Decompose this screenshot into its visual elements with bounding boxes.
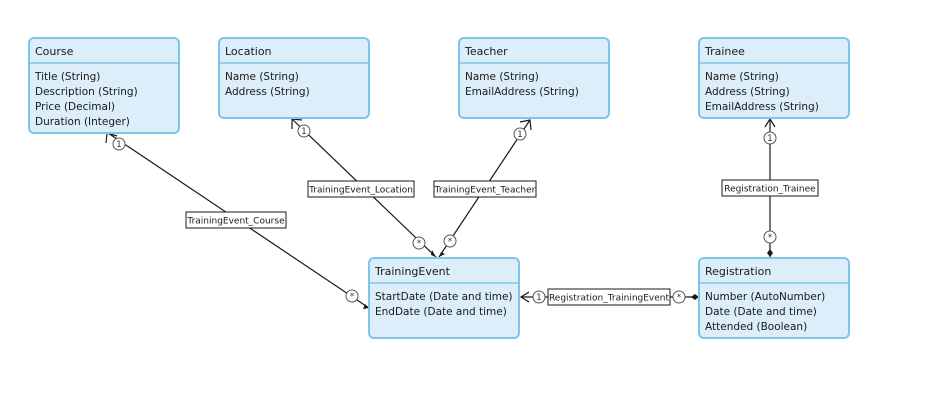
entity-attribute: EmailAddress (String)	[465, 86, 579, 98]
multiplicity-many	[443, 234, 457, 248]
entity-teacher[interactable]: Teacher Name (String) EmailAddress (Stri…	[458, 37, 610, 119]
entity-attribute: Title (String)	[34, 71, 100, 83]
multiplicity-label: *	[417, 239, 421, 249]
multiplicity-one	[763, 131, 777, 145]
relation-label: Registration_Trainee	[724, 185, 816, 195]
entity-title: Registration	[705, 265, 771, 278]
relation-label-box	[433, 180, 537, 198]
entity-attribute: Price (Decimal)	[35, 101, 115, 113]
relation-label-box	[185, 211, 287, 229]
multiplicity-many	[345, 289, 359, 303]
multiplicity-label: *	[768, 233, 772, 243]
multiplicity-label: 1	[116, 140, 121, 150]
entity-attribute: Address (String)	[705, 86, 790, 98]
entity-title: Teacher	[464, 45, 508, 58]
multiplicity-one	[112, 137, 126, 151]
relation-label: Registration_TrainingEvent	[549, 294, 670, 304]
entity-training-event[interactable]: TrainingEvent StartDate (Date and time) …	[368, 257, 520, 339]
entity-attribute: Name (String)	[225, 71, 299, 83]
entity-attribute: StartDate (Date and time)	[375, 291, 513, 303]
multiplicity-label: 1	[301, 127, 306, 137]
entity-title: Location	[225, 45, 272, 58]
entity-attribute: Address (String)	[225, 86, 310, 98]
multiplicity-label: *	[350, 292, 354, 302]
relation-registration-trainee[interactable]: 1 * Registration_Trainee	[721, 117, 819, 257]
entity-attribute: Date (Date and time)	[705, 306, 817, 318]
multiplicity-label: *	[448, 237, 452, 247]
multiplicity-one	[297, 124, 311, 138]
entity-attribute: Name (String)	[705, 71, 779, 83]
multiplicity-label: *	[677, 293, 681, 303]
entity-attribute: EndDate (Date and time)	[375, 306, 507, 318]
relation-training-event-teacher[interactable]: 1 * TrainingEvent_Teacher	[433, 119, 537, 258]
entity-attribute: Description (String)	[35, 86, 138, 98]
entity-attribute: Attended (Boolean)	[705, 321, 807, 333]
relation-label-box	[307, 180, 415, 198]
entity-title: TrainingEvent	[374, 265, 451, 278]
relation-label: TrainingEvent_Course	[186, 217, 285, 227]
entity-attribute: Duration (Integer)	[35, 116, 130, 128]
entity-course[interactable]: Course Title (String) Description (Strin…	[28, 37, 180, 134]
multiplicity-one	[513, 127, 527, 141]
entity-registration[interactable]: Registration Number (AutoNumber) Date (D…	[698, 257, 850, 339]
entity-trainee[interactable]: Trainee Name (String) Address (String) E…	[698, 37, 850, 119]
relation-label-box	[721, 179, 819, 197]
entity-attribute: Name (String)	[465, 71, 539, 83]
multiplicity-label: 1	[536, 293, 541, 303]
multiplicity-label: 1	[767, 134, 772, 144]
multiplicity-many	[763, 230, 777, 244]
relation-label: TrainingEvent_Teacher	[434, 186, 536, 196]
relation-registration-training-event[interactable]: 1 * Registration_TrainingEvent	[519, 288, 699, 306]
relation-label: TrainingEvent_Location	[308, 186, 413, 196]
multiplicity-many	[672, 290, 686, 304]
entity-attribute: Number (AutoNumber)	[705, 291, 825, 303]
entity-attribute: EmailAddress (String)	[705, 101, 819, 113]
multiplicity-many	[412, 236, 426, 250]
relation-label-box	[547, 288, 671, 306]
multiplicity-one	[532, 290, 546, 304]
relation-training-event-location[interactable]: 1 * TrainingEvent_Location	[291, 118, 437, 258]
entity-location[interactable]: Location Name (String) Address (String)	[218, 37, 370, 119]
entity-title: Course	[35, 45, 74, 58]
relation-training-event-course[interactable]: 1 * TrainingEvent_Course	[105, 132, 370, 309]
multiplicity-label: 1	[517, 130, 522, 140]
entity-title: Trainee	[704, 45, 745, 58]
